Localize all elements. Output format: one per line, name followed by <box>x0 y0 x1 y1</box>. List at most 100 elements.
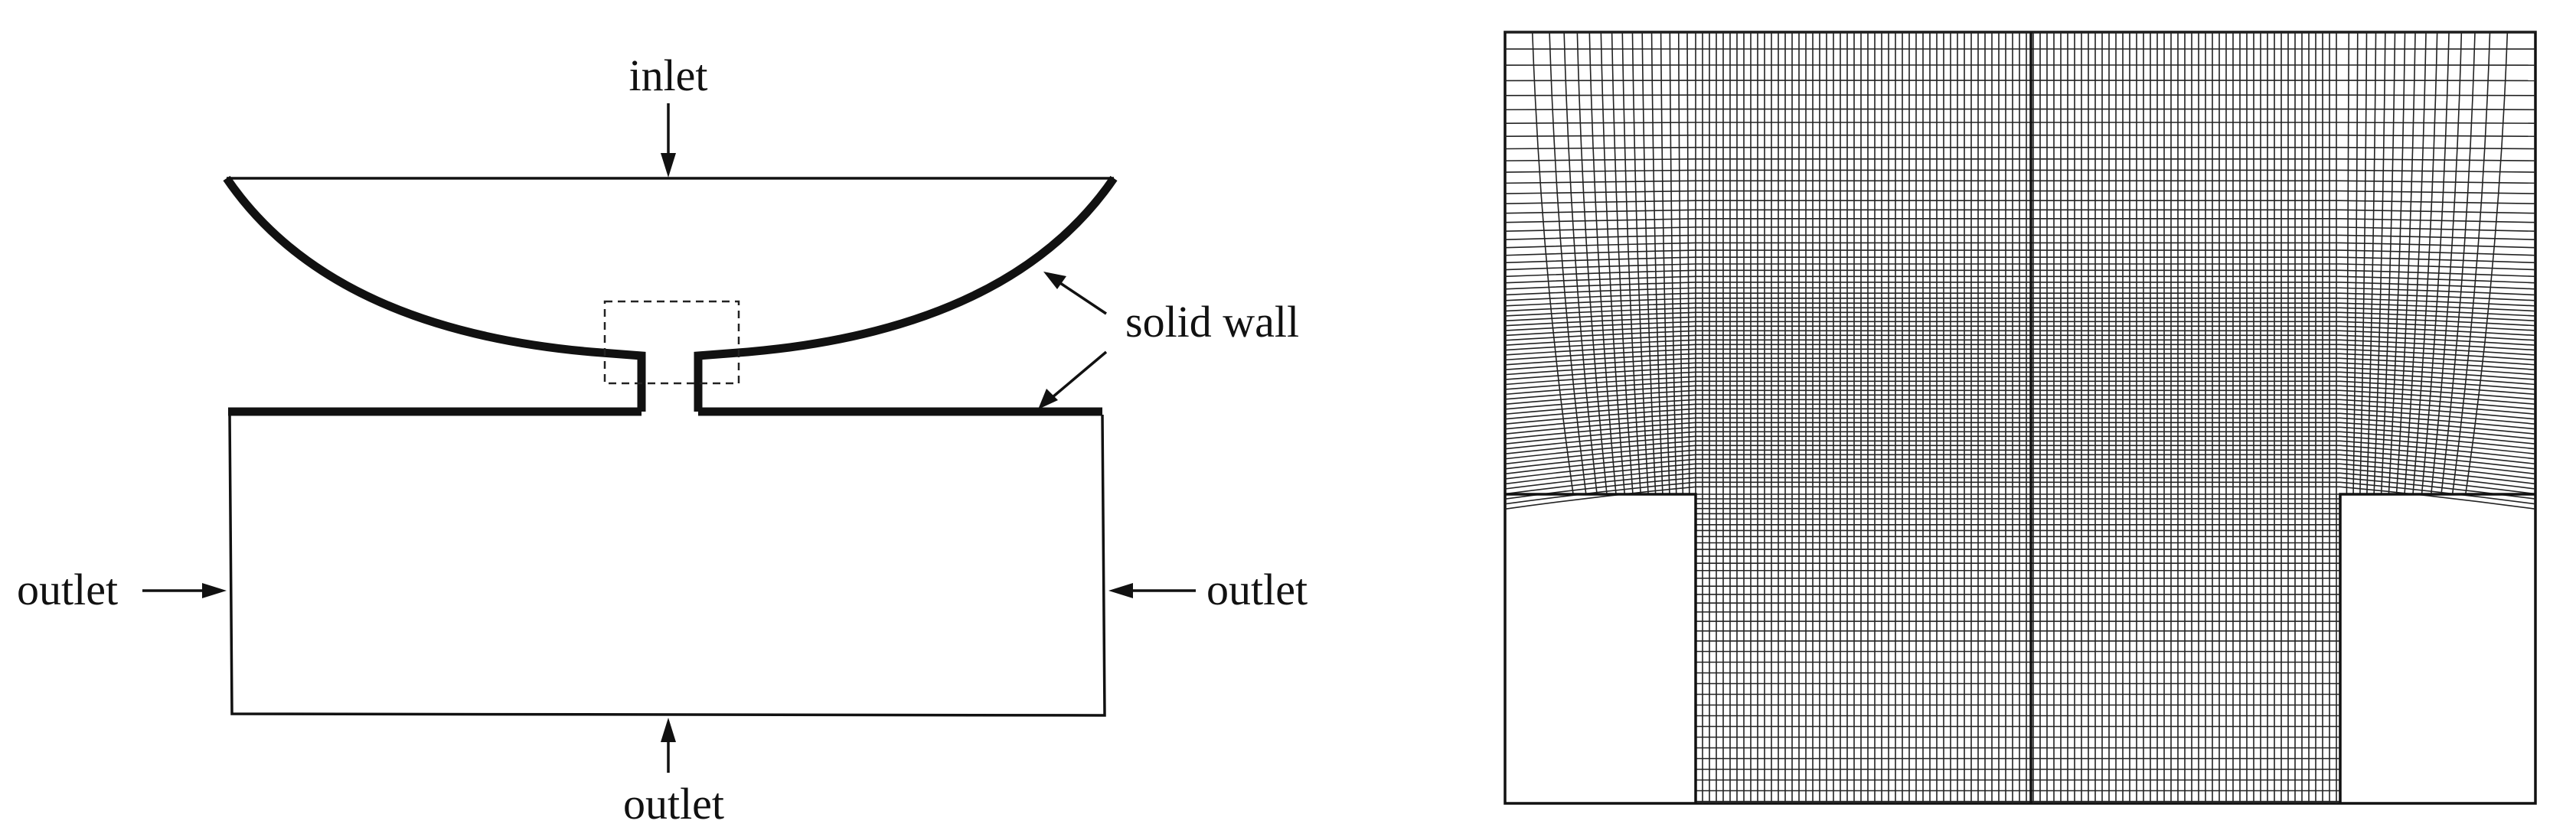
mesh-line <box>1504 353 1696 366</box>
mesh-line <box>2339 477 2536 500</box>
mesh-line <box>1504 330 1696 341</box>
mesh-line <box>2339 218 2536 223</box>
mesh-line <box>1504 440 1696 460</box>
mesh-line <box>2339 445 2536 465</box>
mesh-line <box>2339 200 2536 204</box>
mesh-line <box>1504 380 1696 396</box>
mesh-line <box>1504 344 1696 356</box>
mesh-line <box>2339 298 2536 307</box>
mesh-line <box>2430 31 2463 495</box>
mesh-line <box>2339 122 2536 124</box>
mesh-line <box>2339 334 2536 346</box>
mesh-line <box>2388 31 2406 495</box>
mesh-line <box>2339 242 2536 249</box>
mesh-line <box>2339 339 2536 351</box>
mesh-line <box>1504 385 1696 400</box>
mesh-line <box>1504 218 1696 223</box>
mesh-line <box>2339 344 2536 356</box>
mesh-line <box>2339 380 2536 396</box>
mesh-step-outline <box>1505 493 2535 803</box>
mesh-line <box>2339 366 2536 380</box>
mesh-line <box>1504 445 1696 465</box>
mesh-line <box>1504 426 1696 445</box>
mesh-line <box>2339 249 2536 256</box>
mesh-line <box>1504 389 1696 405</box>
mesh-line <box>1504 458 1696 480</box>
mesh-line <box>2339 376 2536 390</box>
mesh-line <box>1660 31 1670 495</box>
mesh-line <box>1504 209 1696 214</box>
mesh-line <box>1504 399 1696 415</box>
outlet-box <box>228 414 1106 717</box>
mesh-line <box>2339 454 2536 475</box>
mesh-line <box>2451 31 2491 495</box>
mesh-line <box>2339 463 2536 485</box>
mesh-line <box>1504 481 1696 505</box>
mesh-line <box>1504 200 1696 204</box>
mesh-line <box>2339 449 2536 470</box>
mesh-line <box>2339 353 2536 366</box>
mesh-line <box>1504 321 1696 331</box>
mesh-line <box>1504 463 1696 485</box>
mesh-line <box>1504 263 1696 271</box>
mesh-line <box>2339 311 2536 322</box>
outlet-left-arrow <box>142 583 227 598</box>
mesh-line <box>1504 269 1696 278</box>
mesh-line <box>1504 472 1696 495</box>
solid-wall-arrow-upper <box>1043 272 1107 315</box>
mesh-line <box>2339 325 2536 337</box>
mesh-line <box>1563 31 1598 495</box>
mesh-line <box>2339 263 2536 271</box>
mesh-line <box>2339 389 2536 405</box>
mesh-line <box>2339 472 2536 495</box>
solid-wall-label: solid wall <box>1125 297 1299 347</box>
mesh-line <box>2380 31 2396 495</box>
mesh-line <box>1611 31 1634 495</box>
mesh-line <box>2359 31 2368 495</box>
mesh-line <box>2339 394 2536 410</box>
mesh-line <box>1669 31 1677 495</box>
mesh-line <box>1504 180 1696 184</box>
mesh-line <box>2339 362 2536 376</box>
mesh-line <box>2464 31 2509 495</box>
mesh-line <box>1504 94 1696 96</box>
mesh-line <box>2339 440 2536 460</box>
mesh-line <box>2339 467 2536 490</box>
mesh-line <box>2339 431 2536 450</box>
mesh-line <box>1504 357 1696 371</box>
mesh-line <box>2339 94 2536 96</box>
mesh-line <box>1504 362 1696 376</box>
outlet-bottom-arrow <box>661 718 676 773</box>
mesh-line <box>1504 477 1696 500</box>
outlet-right-label: outlet <box>1206 565 1308 614</box>
mesh-line <box>1504 158 1696 161</box>
mesh-line <box>2441 31 2476 495</box>
mesh-line <box>1504 122 1696 124</box>
mesh-line <box>1504 408 1696 425</box>
mesh-line <box>1504 467 1696 490</box>
zoom-region-box <box>603 300 740 385</box>
mesh-line <box>1504 371 1696 386</box>
mesh-line <box>2404 31 2427 495</box>
mesh-line <box>2339 209 2536 214</box>
outlet-right-arrow <box>1108 583 1196 598</box>
mesh-line <box>1504 394 1696 410</box>
mesh-line <box>2421 31 2450 495</box>
mesh-line <box>1504 302 1696 312</box>
inlet-label: inlet <box>628 50 707 100</box>
mesh-line <box>1504 298 1696 307</box>
mesh-line <box>1504 169 1696 173</box>
mesh-line <box>1621 31 1642 495</box>
mesh-line <box>1504 431 1696 450</box>
mesh-line <box>2339 269 2536 278</box>
mesh-line <box>2339 316 2536 327</box>
mesh-line <box>2339 385 2536 400</box>
mesh-line <box>2339 458 2536 480</box>
mesh-line <box>2339 435 2536 455</box>
inlet-arrow <box>661 103 676 178</box>
mesh-line <box>1677 31 1684 495</box>
mesh-line <box>2339 180 2536 184</box>
mesh-line <box>2352 31 2359 495</box>
mesh-line <box>1504 256 1696 264</box>
